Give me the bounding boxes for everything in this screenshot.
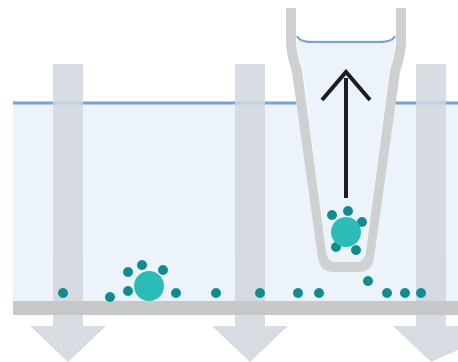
up-arrow-icon (320, 68, 372, 198)
bead-cluster-icon (123, 260, 181, 301)
particle-dot-icon (314, 288, 324, 298)
particle-dot-icon (211, 288, 221, 298)
particle-dot-icon (400, 288, 410, 298)
particle-dot-icon (382, 288, 392, 298)
down-arrow-icon (30, 64, 106, 362)
particle-dot-icon (58, 288, 68, 298)
down-arrow-icon (393, 64, 458, 362)
particle-dot-icon (416, 288, 426, 298)
down-arrow-icon (212, 64, 288, 362)
pipette-meniscus (296, 35, 396, 43)
floor-band (13, 301, 458, 315)
particle-dot-icon (293, 288, 303, 298)
particle-dot-icon (363, 276, 373, 286)
particle-dot-icon (255, 288, 265, 298)
particle-dot-icon (105, 292, 115, 302)
bead-cluster-icon (327, 206, 367, 255)
